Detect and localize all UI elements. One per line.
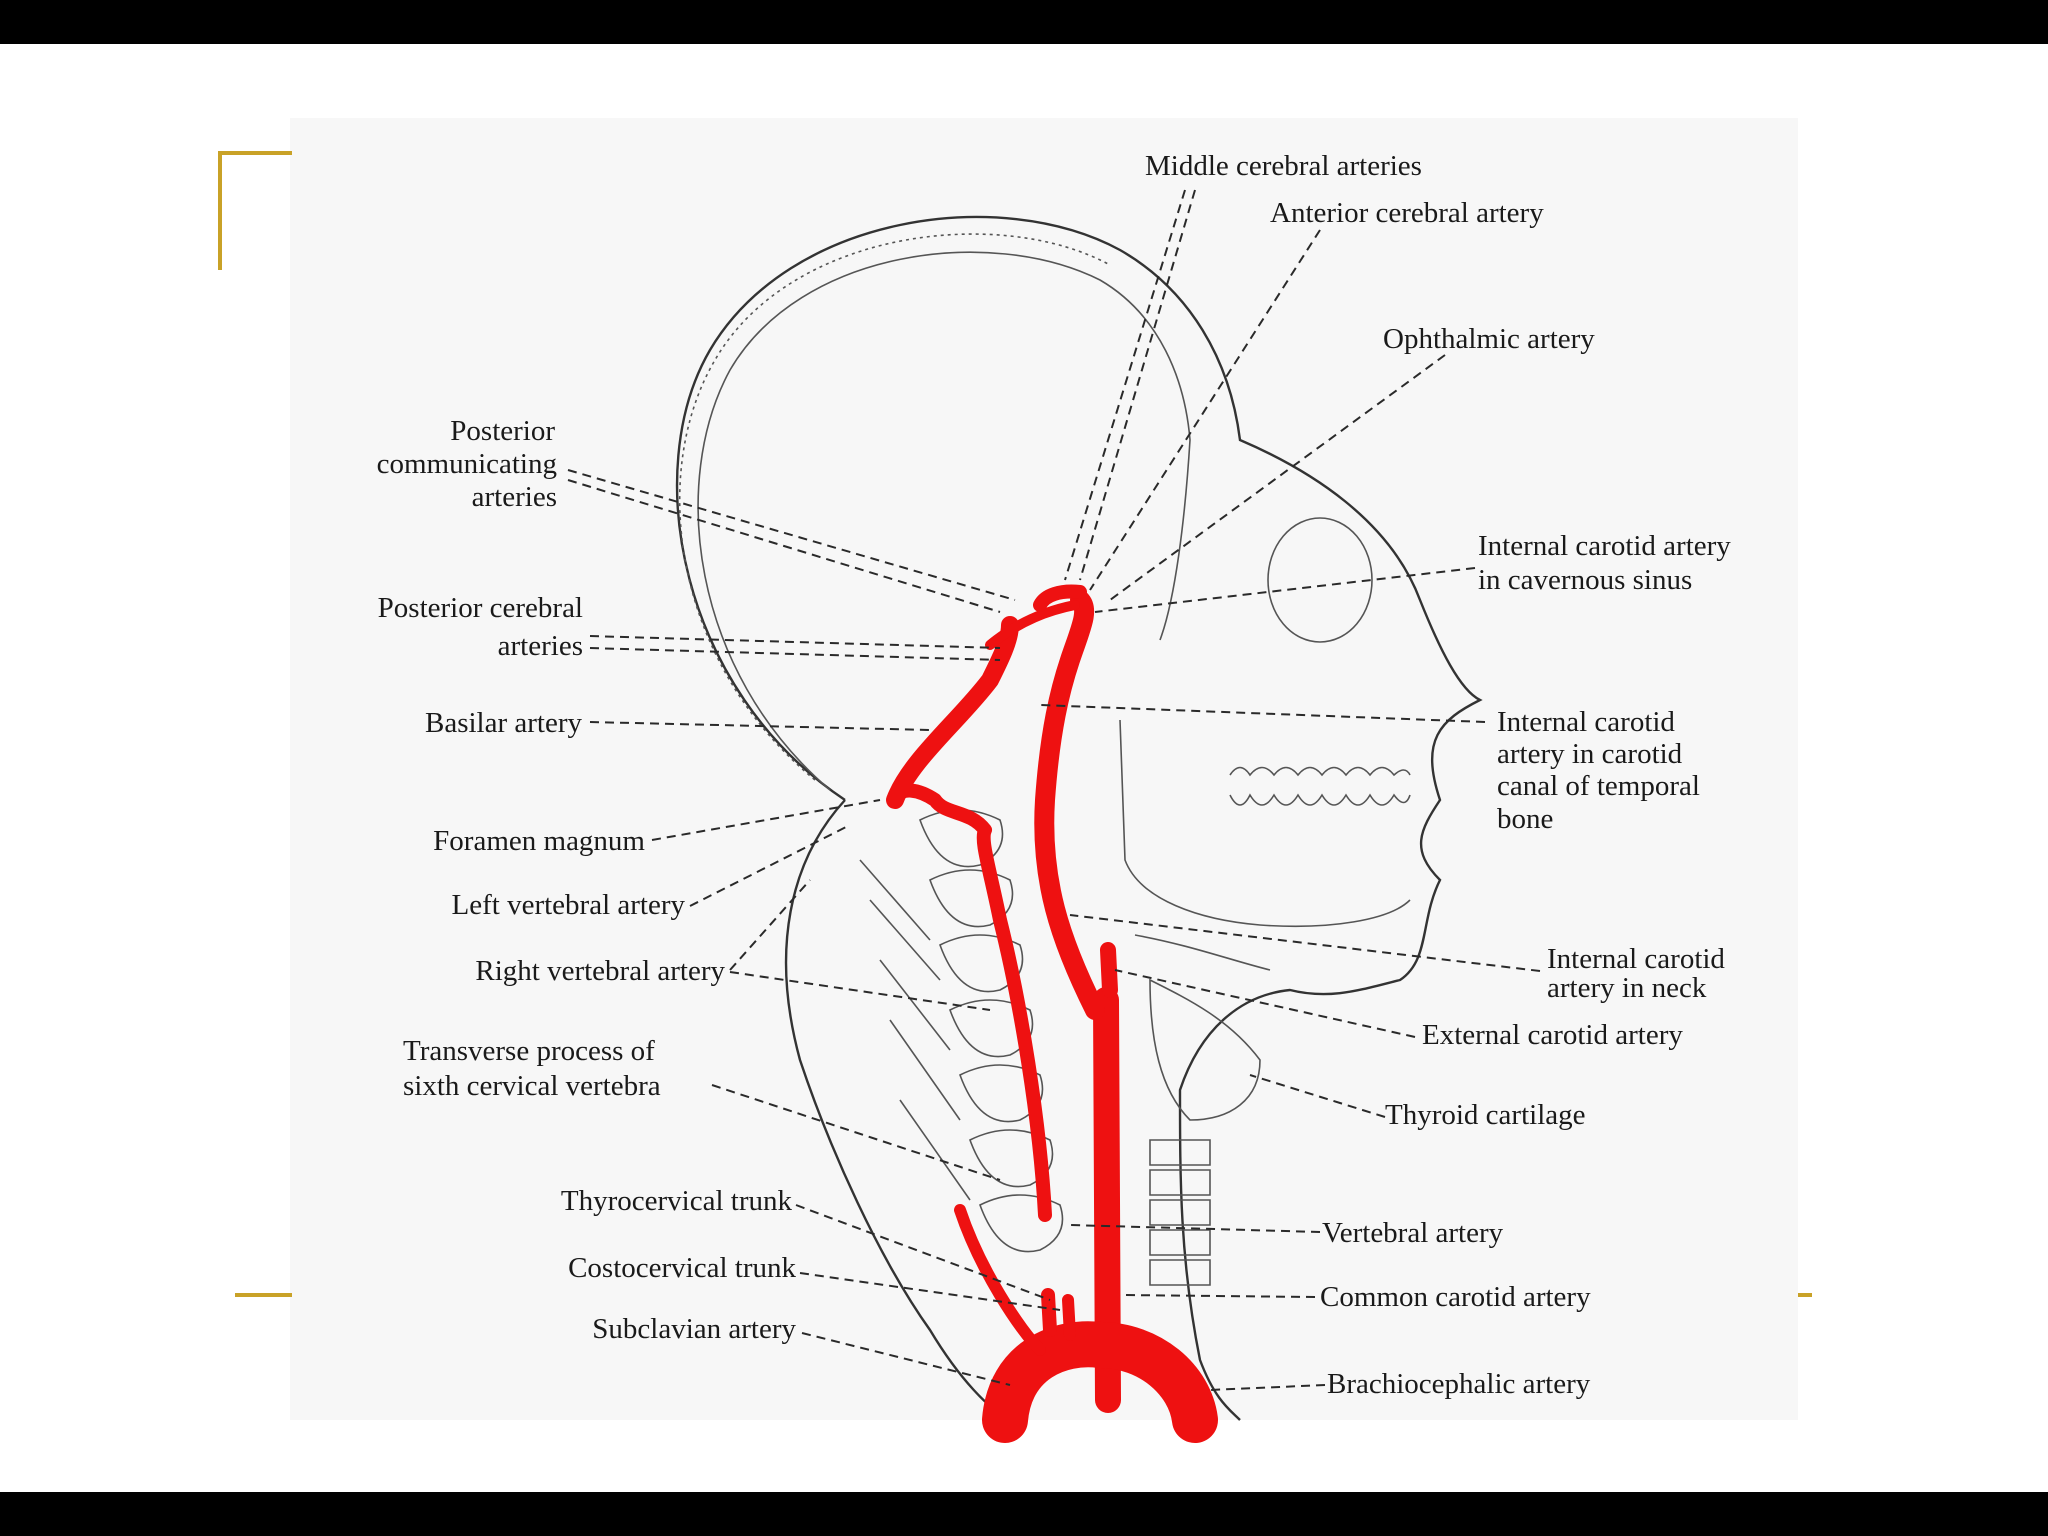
label-ica-neck-2: artery in neck [1547,972,1707,1004]
label-ica-canal-2: artery in carotid [1497,738,1683,770]
thyroid-cartilage [1149,978,1261,1121]
leader-lines [567,189,1541,1391]
label-basilar: Basilar artery [425,707,583,739]
posterior-cerebral-arteries [985,600,1080,650]
label-post-comm-3: arteries [472,481,557,513]
aortic-arch [982,1321,1218,1443]
label-subclavian: Subclavian artery [592,1313,796,1345]
label-ica-cavernous-2: in cavernous sinus [1478,564,1692,596]
external-carotid-artery [1100,942,1118,998]
label-vertebral: Vertebral artery [1322,1217,1504,1249]
label-middle-cerebral: Middle cerebral arteries [1145,150,1422,182]
label-thyroid-cartilage: Thyroid cartilage [1385,1099,1586,1131]
vertebral-artery [888,783,1052,1222]
thyrocervical-trunk [1041,1288,1057,1337]
head-neck-outline [675,215,1483,1422]
label-post-cerebral-1: Posterior cerebral [378,592,583,624]
neck-muscles [859,859,971,1201]
label-ica-neck-1: Internal carotid [1547,943,1725,975]
label-transverse-1: Transverse process of [403,1035,655,1067]
cranial-cavity [697,251,1191,791]
label-thyrocervical: Thyrocervical trunk [561,1185,793,1217]
label-transverse-2: sixth cervical vertebra [403,1070,661,1102]
labels: Middle cerebral arteries Anterior cerebr… [377,150,1732,1400]
label-brachiocephalic: Brachiocephalic artery [1327,1368,1591,1400]
trachea-rings [1149,1139,1211,1286]
slide: Middle cerebral arteries Anterior cerebr… [0,44,2048,1492]
label-costocervical: Costocervical trunk [568,1252,796,1284]
mandible [1119,719,1411,928]
neck-back [784,799,1011,1422]
orbit [1267,517,1373,643]
label-ica-canal-3: canal of temporal [1497,770,1700,802]
upper-teeth [1229,766,1411,777]
artery-diagram: Middle cerebral arteries Anterior cerebr… [218,118,1812,1443]
basilar-artery [886,616,1019,809]
label-post-cerebral-2: arteries [498,630,583,662]
label-ophthalmic: Ophthalmic artery [1383,323,1595,355]
label-anterior-cerebral: Anterior cerebral artery [1270,197,1544,229]
subclavian-artery [954,1204,1046,1356]
label-right-vertebral: Right vertebral artery [475,955,725,987]
hyoid [1134,934,1271,971]
label-left-vertebral: Left vertebral artery [452,889,686,921]
label-foramen-magnum: Foramen magnum [433,825,645,857]
head-profile [675,215,1483,1421]
label-ica-cavernous-1: Internal carotid artery [1478,530,1731,562]
costocervical-trunk [1062,1294,1076,1341]
label-common-carotid: Common carotid artery [1320,1281,1591,1313]
label-ica-canal-1: Internal carotid [1497,706,1675,738]
corner-accent [218,151,292,270]
internal-carotid-artery [1034,590,1105,1020]
label-post-comm-2: communicating [377,448,557,480]
label-external-carotid: External carotid artery [1422,1019,1683,1051]
label-ica-canal-4: bone [1497,803,1553,835]
arteries [886,584,1218,1443]
label-post-comm-1: Posterior [450,415,555,447]
lower-teeth [1229,793,1411,806]
circle-of-willis [1033,584,1087,612]
